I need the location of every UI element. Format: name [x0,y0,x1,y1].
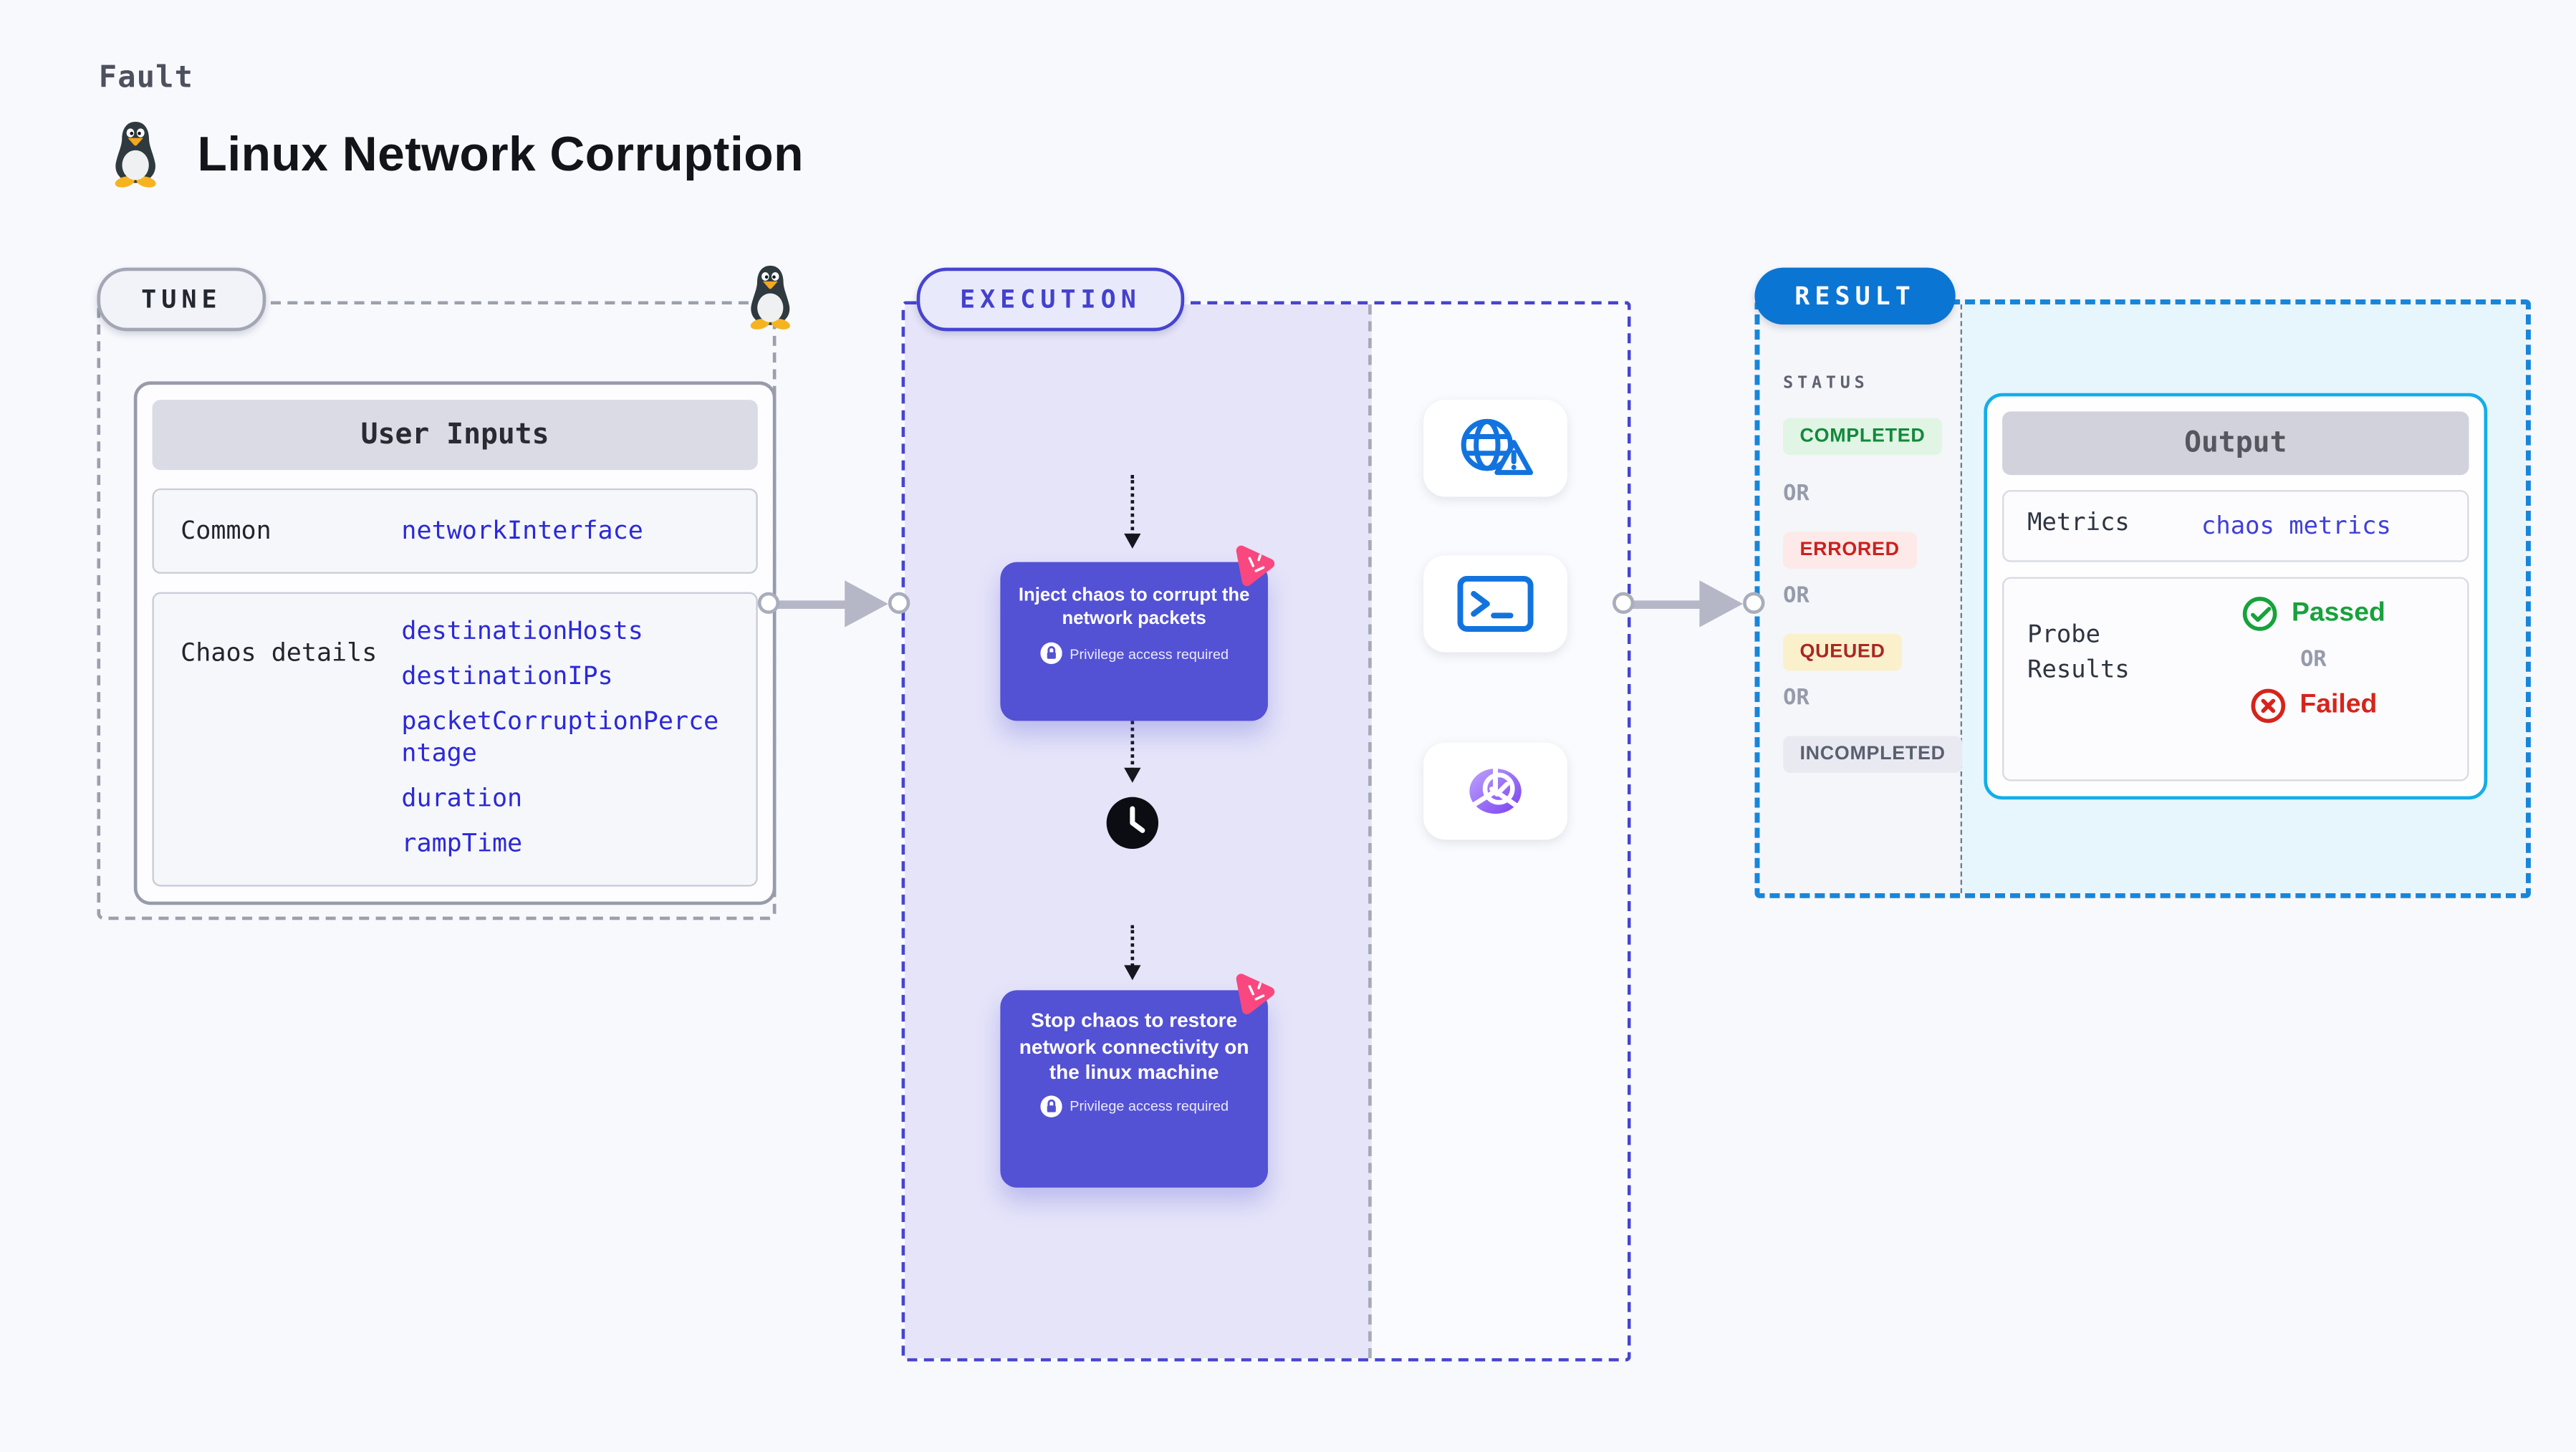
probe-card-srm-slo [1423,742,1567,840]
or-label: OR [1783,583,1810,609]
flow-arrow-down [1124,716,1141,783]
page-title: Linux Network Corruption [197,128,804,183]
probe-card-command [1423,555,1567,653]
status-badge-errored: ERRORED [1783,532,1917,569]
arrow-end-dot [888,592,910,614]
status-badge-completed: COMPLETED [1783,418,1942,456]
user-inputs-card: User Inputs Common networkInterface Chao… [133,381,777,905]
probe-results-label: Probe Results [2027,622,2130,685]
arrow-end-dot [1743,592,1765,614]
arrow-shaft [774,600,858,608]
arrow-shaft [1629,600,1714,608]
output-header: Output [2002,411,2469,476]
input-value: duration [401,782,523,813]
or-label: OR [2300,647,2327,673]
input-row-label: Chaos details [181,637,378,668]
input-value: destinationIPs [401,660,613,691]
fault-kicker: Fault [98,60,194,96]
result-badge: RESULT [1754,267,1956,325]
input-row-label: Common [181,515,271,546]
probe-results-row: Probe Results Passed OR Failed [2002,577,2469,782]
execution-badge: EXECUTION [916,267,1185,332]
input-value: destinationHosts [401,615,643,646]
privilege-note-label: Privilege access required [1070,1097,1229,1115]
inject-chaos-title: Inject chaos to corrupt the network pack… [1018,585,1250,629]
chaos-logo-icon [1227,968,1279,1019]
failed-line: Failed [2249,688,2377,724]
arrow-start-dot [1612,592,1635,614]
lock-icon [1039,642,1062,665]
http-probe-icon [1453,415,1537,481]
stop-chaos-title: Stop chaos to restore network connectivi… [1019,1009,1249,1085]
privilege-note: Privilege access required [1000,1095,1268,1117]
privilege-note-label: Privilege access required [1070,645,1229,662]
flow-arrow-down [1124,475,1141,549]
connector-arrow-tune-execution [757,580,912,628]
input-value: rampTime [401,827,523,858]
privilege-note: Privilege access required [1000,642,1268,665]
failed-x-icon [2249,688,2286,724]
probe-card-http [1423,400,1567,497]
input-row-common: Common networkInterface [152,488,758,574]
output-card: Output Metrics chaos metrics Probe Resul… [1984,393,2488,800]
arrow-head [1699,580,1744,628]
or-label: OR [1783,481,1810,507]
status-label: STATUS [1783,375,1869,393]
passed-line: Passed [2241,595,2385,632]
tux-corner-icon [749,265,792,332]
chaos-logo-icon [1227,539,1279,591]
tux-linux-icon [114,121,158,188]
lock-icon [1039,1095,1062,1117]
metrics-row: Metrics chaos metrics [2002,490,2469,562]
failed-label: Failed [2299,691,2378,720]
tune-badge: TUNE [97,267,266,332]
user-inputs-header: User Inputs [152,400,758,471]
stop-chaos-card: Stop chaos to restore network connectivi… [1000,990,1268,1188]
metrics-label: Metrics [2027,510,2130,537]
flow-arrow-down [1124,925,1141,981]
status-badge-incompleted: INCOMPLETED [1783,736,1963,773]
command-probe-icon [1453,570,1537,637]
input-value: packetCorruptionPercentage [401,706,719,768]
metrics-value: chaos metrics [2201,512,2391,540]
inject-chaos-card: Inject chaos to corrupt the network pack… [1000,562,1268,721]
clock-icon [1105,796,1159,850]
passed-label: Passed [2291,598,2385,628]
passed-check-icon [2241,595,2278,632]
srm-slo-probe-icon [1456,758,1536,824]
arrow-start-dot [757,592,780,614]
status-badge-queued: QUEUED [1783,633,1902,671]
connector-arrow-execution-result [1612,580,1767,628]
probe-results-values: Passed OR Failed [2171,595,2456,724]
input-row-chaos-details: Chaos details destinationHosts destinati… [152,592,758,887]
input-value: networkInterface [401,515,643,546]
input-value-list: destinationHosts destinationIPs packetCo… [401,615,724,873]
arrow-head [845,580,888,628]
or-label: OR [1783,686,1810,711]
